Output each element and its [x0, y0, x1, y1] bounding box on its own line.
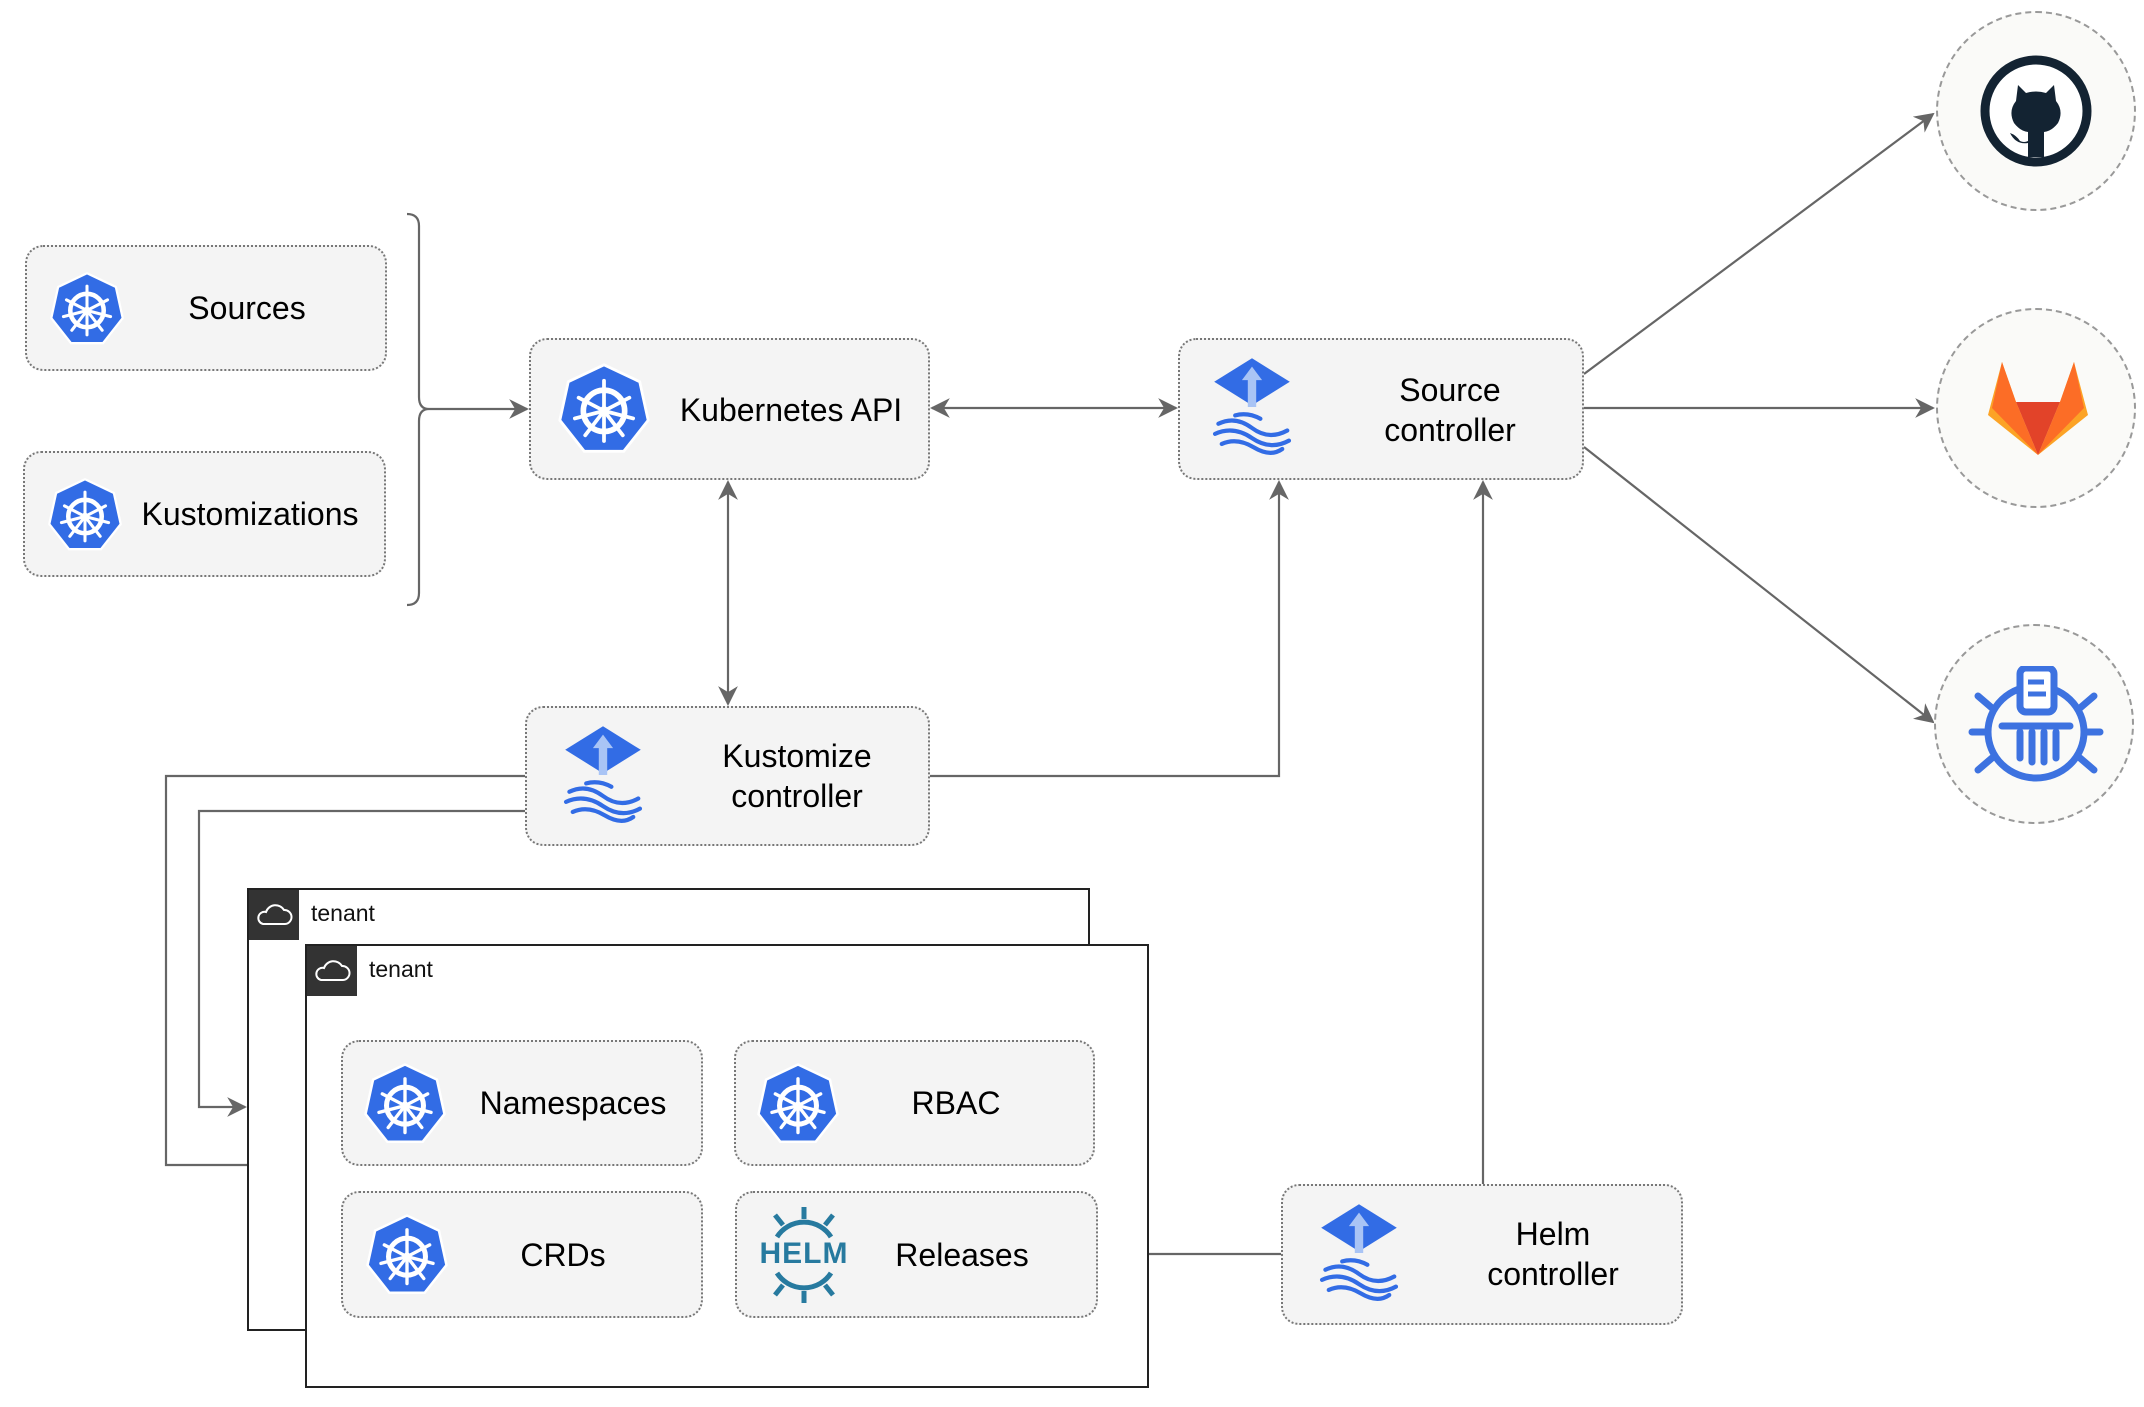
source-controller-label-1: Source — [1399, 372, 1501, 408]
grouping-brace — [406, 212, 430, 607]
cloud-icon — [249, 890, 299, 940]
kustomize-controller-node: Kustomize controller — [525, 706, 930, 846]
helm-icon: HELM — [757, 1207, 851, 1303]
cloud-icon — [307, 946, 357, 996]
namespaces-label: Namespaces — [479, 1085, 667, 1121]
releases-label: Releases — [895, 1237, 1029, 1273]
kubernetes-icon — [365, 1213, 449, 1297]
flux-icon — [561, 720, 645, 830]
kustomizations-label: Kustomizations — [141, 496, 359, 532]
crds-node: CRDs — [341, 1191, 703, 1318]
rbac-label: RBAC — [911, 1085, 1001, 1121]
flux-icon — [1210, 352, 1294, 462]
kustomize-controller-label-2: controller — [731, 778, 863, 814]
arrow-kustomize-to-tenant-front — [164, 774, 525, 1175]
tenant-container-front: tenant — [305, 944, 1149, 1388]
source-controller-label-2: controller — [1384, 412, 1516, 448]
arrow-to-github — [1583, 112, 1935, 375]
namespaces-node: Namespaces — [341, 1040, 703, 1166]
kubernetes-api-node: Kubernetes API — [529, 338, 930, 480]
kubernetes-icon — [363, 1062, 447, 1146]
kustomize-controller-label-1: Kustomize — [722, 738, 872, 774]
arrow-kustomize-to-source — [930, 480, 1289, 778]
tenant-label: tenant — [311, 900, 375, 926]
kubernetes-icon — [756, 1062, 840, 1146]
arrow-kustomize-to-tenant-back — [197, 809, 525, 1117]
kustomizations-node: Kustomizations — [23, 451, 386, 577]
sources-label: Sources — [188, 290, 306, 326]
releases-node: HELM Releases — [735, 1191, 1098, 1318]
helm-controller-label-1: Helm — [1515, 1216, 1591, 1252]
bucket-source — [1934, 624, 2134, 824]
helm-logo-text: HELM — [759, 1237, 849, 1270]
kubernetes-api-label: Kubernetes API — [679, 392, 903, 428]
bucket-icon — [1968, 666, 2104, 782]
source-controller-node: Source controller — [1178, 338, 1584, 480]
helm-controller-node: Helm controller — [1281, 1184, 1683, 1325]
tenant-label: tenant — [369, 956, 433, 982]
kubernetes-icon — [47, 477, 123, 553]
sources-node: Sources — [25, 245, 387, 371]
gitlab-source — [1936, 308, 2136, 508]
rbac-node: RBAC — [734, 1040, 1095, 1166]
arrow-to-bucket — [1583, 446, 1935, 724]
github-icon — [1980, 55, 2092, 167]
flux-icon — [1317, 1198, 1401, 1308]
crds-label: CRDs — [520, 1237, 606, 1273]
kubernetes-icon — [557, 362, 651, 456]
gitlab-icon — [1988, 362, 2088, 455]
helm-controller-label-2: controller — [1487, 1256, 1619, 1292]
github-source — [1936, 11, 2136, 211]
kubernetes-icon — [49, 271, 125, 347]
